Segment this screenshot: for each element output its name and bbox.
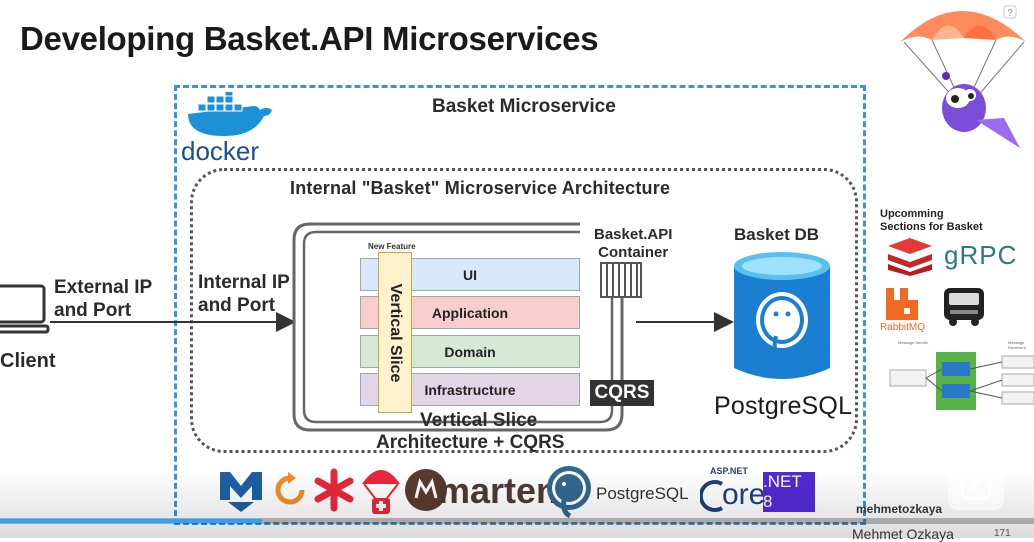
rabbitmq-icon	[886, 288, 918, 320]
parachute-mascot-icon: ?	[900, 5, 1026, 148]
basket-microservice-title: Basket Microservice	[432, 96, 616, 117]
external-ip-label: External IP and Port	[54, 276, 152, 322]
upcoming-line2: Sections for Basket	[880, 221, 983, 233]
internal-architecture-title: Internal "Basket" Microservice Architect…	[290, 178, 671, 198]
health-parachute-icon	[362, 470, 400, 514]
container-outline-outer	[292, 222, 624, 432]
redis-icon	[888, 238, 932, 276]
container-port-icon	[600, 262, 642, 298]
postgresql-bottom-label: PostgreSQL	[596, 484, 689, 503]
internal-ip-line1: Internal IP	[198, 272, 290, 293]
layer-domain-label: Domain	[444, 343, 496, 360]
marten-icon	[405, 469, 447, 511]
layer-infrastructure-label: Infrastructure	[424, 381, 516, 398]
container-label: Basket.API Container	[594, 226, 672, 262]
mediatr-icon	[220, 472, 262, 512]
postgresql-label: PostgreSQL	[714, 392, 853, 420]
container-line1: Basket.API	[594, 226, 673, 243]
container-line2: Container	[598, 244, 669, 261]
rabbitmq-label: RabbitMQ	[880, 322, 926, 333]
arch-caption-line1: Vertical Slice	[420, 410, 538, 431]
masstransit-bus-icon	[944, 288, 984, 326]
aspnet-core-label: ore	[722, 478, 766, 511]
new-feature-label: New Feature	[368, 242, 416, 251]
postgresql-elephant-icon	[547, 466, 591, 518]
cqrs-badge: CQRS	[590, 380, 654, 406]
upcoming-line1: Upcomming	[880, 208, 944, 220]
author-name: Mehmet Ozkaya	[852, 526, 954, 542]
video-progress-fill	[0, 519, 262, 523]
play-icon	[960, 466, 992, 500]
basket-db-title: Basket DB	[734, 225, 820, 244]
marten-label: marten	[438, 470, 559, 511]
vertical-slice-label: Vertical Slice	[387, 283, 404, 382]
external-ip-line2: and Port	[54, 300, 132, 321]
author-handle: mehmetozkaya	[856, 502, 943, 516]
video-progress-track[interactable]	[0, 518, 1034, 524]
database-cylinder-icon	[734, 252, 830, 379]
internal-ip-line2: and Port	[198, 295, 276, 316]
grpc-label: gRPC	[944, 240, 1018, 270]
elephant-icon	[756, 292, 808, 360]
play-button[interactable]	[948, 458, 1004, 510]
layer-application-label: Application	[431, 304, 509, 321]
aspnet-label: ASP.NET	[710, 466, 748, 476]
docker-whale-icon	[188, 92, 272, 136]
slide-title: Developing Basket.API Microservices	[20, 20, 599, 57]
refresh-icon	[275, 472, 305, 505]
messaging-diagram-icon	[889, 352, 1034, 410]
basket-microservice-boundary	[174, 85, 866, 525]
message-sender-label: Message Sender	[898, 340, 929, 345]
layer-ui-label: UI	[463, 266, 477, 283]
container-outline-inner	[302, 230, 614, 424]
asterisk-icon	[314, 468, 354, 512]
docker-label: docker	[181, 136, 260, 166]
internal-ip-label: Internal IP and Port	[198, 271, 290, 317]
laptop-icon	[0, 284, 50, 334]
internal-architecture-boundary	[190, 168, 858, 453]
dotnet8-badge: .NET 8	[763, 472, 815, 512]
upcoming-sections-title: Upcomming Sections for Basket	[880, 208, 983, 234]
page-number: 171	[994, 528, 1011, 539]
message-receivers-label: Message Receivers	[1008, 340, 1026, 350]
client-label: Client	[0, 350, 56, 372]
vertical-slice-bar: Vertical Slice	[378, 252, 412, 413]
svg-text:?: ?	[1007, 8, 1013, 19]
arch-caption-line2: Architecture + CQRS	[376, 432, 565, 453]
aspnet-core-c-icon	[700, 480, 724, 512]
external-ip-line1: External IP	[54, 277, 153, 298]
